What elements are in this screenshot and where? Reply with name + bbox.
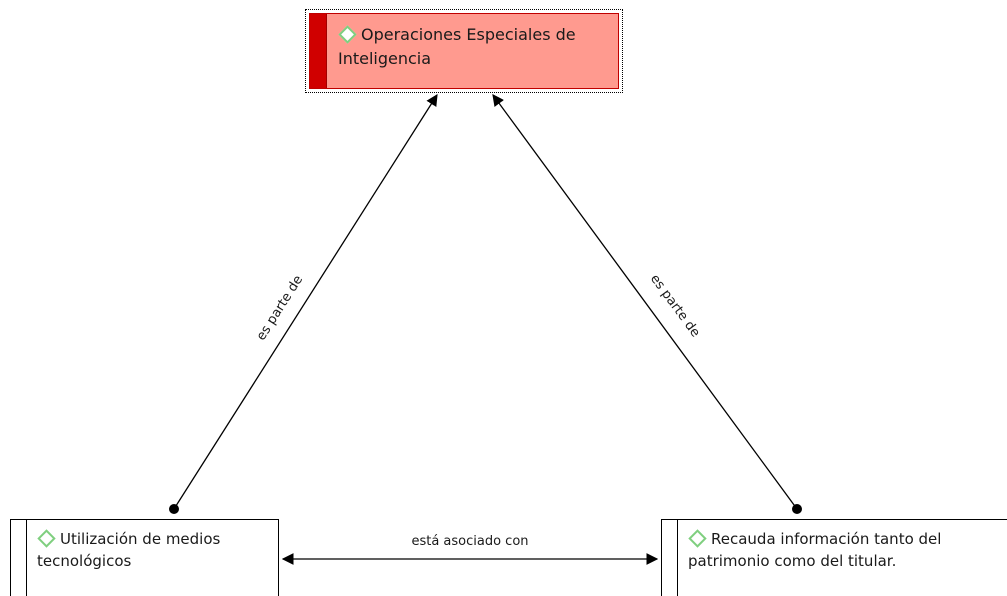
- edge-left-to-top-line[interactable]: [173, 94, 438, 510]
- concept-diamond-icon: [338, 25, 357, 44]
- concept-node-content: Recauda información tanto del patrimonio…: [688, 528, 1006, 572]
- concept-node-stripe: [662, 520, 678, 596]
- concept-node-stripe: [310, 14, 327, 88]
- concept-node-label: Operaciones Especiales de Inteligencia: [338, 25, 576, 68]
- concept-node-label: Utilización de medios tecnológicos: [37, 530, 221, 570]
- concept-node-stripe: [11, 520, 27, 596]
- edge-right-to-top-line[interactable]: [492, 94, 798, 510]
- concept-diamond-icon: [688, 529, 707, 548]
- concept-node-content: Utilización de medios tecnológicos: [37, 528, 272, 572]
- edge-left-to-top-label: es parte de: [254, 273, 306, 343]
- concept-node-utilizacion[interactable]: Utilización de medios tecnológicos: [10, 519, 279, 596]
- concept-node-recauda[interactable]: Recauda información tanto del patrimonio…: [661, 519, 1007, 596]
- edge-right-to-top-label: es parte de: [647, 272, 703, 340]
- concept-node-content: Operaciones Especiales de Inteligencia: [338, 23, 612, 71]
- concept-node-operaciones[interactable]: Operaciones Especiales de Inteligencia: [305, 9, 623, 93]
- concept-node-highlight: Operaciones Especiales de Inteligencia: [309, 13, 619, 89]
- edge-left-to-top-origin-dot: [169, 504, 179, 514]
- concept-diamond-icon: [37, 529, 56, 548]
- edge-right-to-top-origin-dot: [792, 504, 802, 514]
- edge-left-right-label: está asociado con: [411, 534, 528, 549]
- concept-node-label: Recauda información tanto del patrimonio…: [688, 530, 942, 570]
